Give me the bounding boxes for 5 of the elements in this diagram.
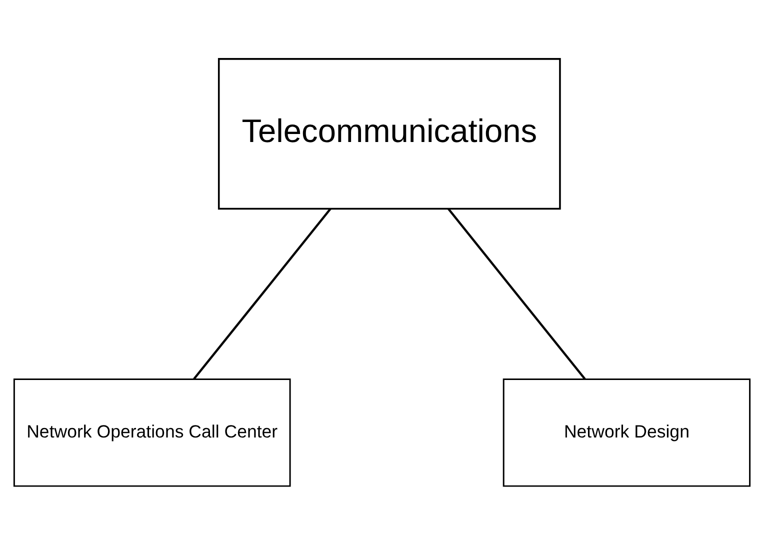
node-box: Network Design [502, 378, 751, 486]
node-box: Telecommunications [218, 58, 561, 210]
connector [448, 208, 586, 380]
node-box: Network Operations Call Center [13, 378, 291, 486]
connector [193, 208, 332, 380]
